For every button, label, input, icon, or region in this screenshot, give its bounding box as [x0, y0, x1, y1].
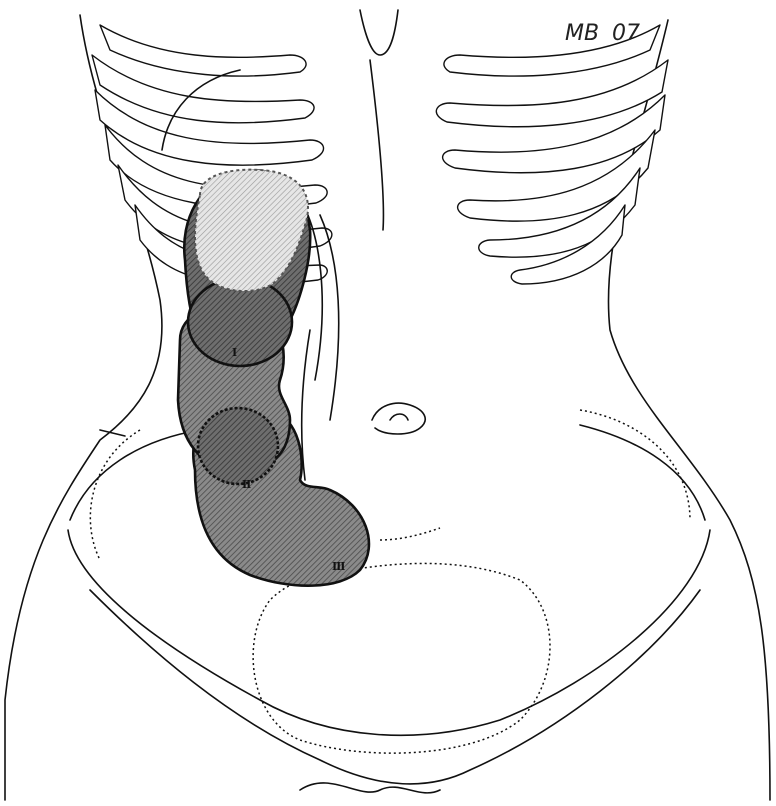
- umbilicus: [372, 403, 425, 434]
- left-rib-cage: [436, 25, 668, 284]
- kidney-label-ii: II: [242, 478, 251, 491]
- signature-initials: MB: [565, 21, 599, 46]
- dotted-outlines: [90, 410, 690, 753]
- kidney-label-iii: III: [332, 560, 345, 573]
- signature-year: 07: [612, 21, 640, 46]
- artist-signature: MB 07: [565, 21, 640, 46]
- sternum: [360, 10, 398, 230]
- pelvis: [68, 425, 710, 793]
